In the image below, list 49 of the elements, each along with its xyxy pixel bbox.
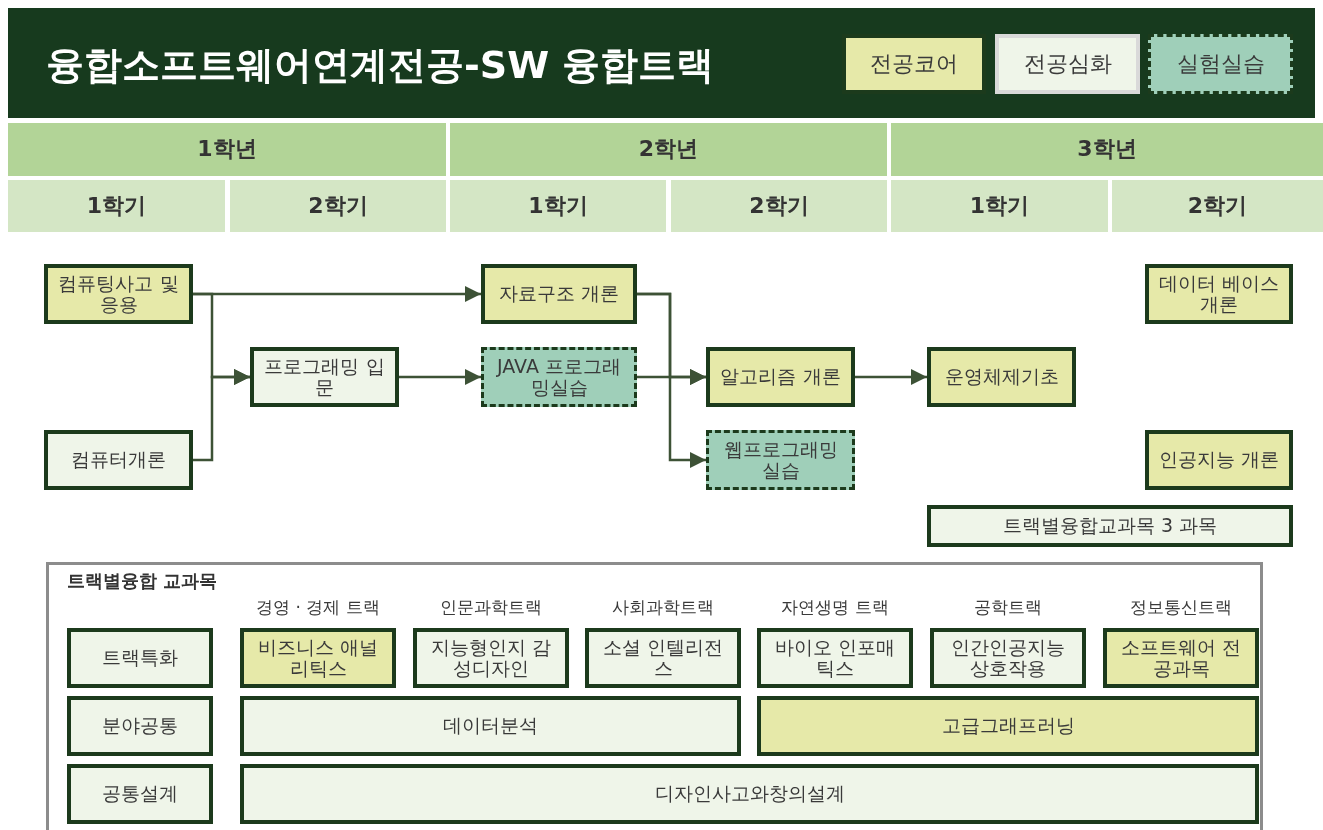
course-box: 데이터 베이스개론 (1145, 264, 1293, 324)
course-box: 소프트웨어 전공과목 (1103, 628, 1259, 688)
semester-header: 1학기 (891, 180, 1108, 232)
course-box: 프로그래밍 입문 (250, 347, 399, 407)
row-header: 트랙특화 (67, 628, 213, 688)
arrow (193, 369, 250, 462)
course-box: 바이오 인포매틱스 (757, 628, 913, 688)
semester-header: 2학기 (230, 180, 446, 232)
year-header: 2학년 (450, 123, 887, 176)
legend-label: 전공코어 (870, 51, 958, 77)
track-name: 사회과학트랙 (611, 596, 715, 619)
legend-label: 실험실습 (1176, 51, 1265, 77)
semester-header: 1학기 (8, 180, 225, 232)
course-box: 디자인사고와창의설계 (240, 764, 1259, 824)
row-header: 분야공통 (67, 696, 213, 756)
legend-label: 전공심화 (1023, 51, 1112, 77)
course-box: 지능형인지 감성디자인 (413, 628, 569, 688)
course-box: 자료구조 개론 (481, 264, 637, 324)
course-box: 운영체제기초 (927, 347, 1076, 407)
track-name: 자연생명 트랙 (780, 596, 890, 619)
course-box: 인간인공지능 상호작용 (930, 628, 1086, 688)
course-box: 인공지능 개론 (1145, 430, 1293, 490)
track-name: 경영 · 경제 트랙 (255, 596, 381, 619)
course-box: 컴퓨터개론 (44, 430, 193, 490)
row-header: 공통설계 (67, 764, 213, 824)
track-name: 공학트랙 (973, 596, 1043, 619)
arrow (637, 369, 706, 385)
page-title: 융합소프트웨어연계전공-SW 융합트랙 (46, 42, 715, 89)
track-name: 정보통신트랙 (1129, 596, 1233, 619)
semester-header: 2학기 (671, 180, 887, 232)
course-box: 알고리즘 개론 (706, 347, 855, 407)
track-name: 인문과학트랙 (439, 596, 543, 619)
course-box: 소셜 인텔리전스 (585, 628, 741, 688)
course-box: 웹프로그래밍 실습 (706, 430, 855, 490)
semester-header: 2학기 (1112, 180, 1323, 232)
course-box: 비즈니스 애널리틱스 (240, 628, 396, 688)
arrow (637, 292, 706, 468)
semester-header: 1학기 (450, 180, 666, 232)
course-box: 데이터분석 (240, 696, 741, 756)
course-box: JAVA 프로그래밍실습 (481, 347, 637, 407)
arrow (399, 369, 481, 385)
arrow (855, 369, 927, 385)
course-box: 트랙별융합교과목 3 과목 (927, 505, 1293, 547)
year-header: 3학년 (891, 123, 1323, 176)
course-box: 컴퓨팅사고 및응용 (44, 264, 193, 324)
panel-heading: 트랙별융합 교과목 (67, 569, 218, 593)
course-box: 고급그래프러닝 (757, 696, 1259, 756)
year-header: 1학년 (8, 123, 446, 176)
panel-frame (46, 562, 1263, 830)
